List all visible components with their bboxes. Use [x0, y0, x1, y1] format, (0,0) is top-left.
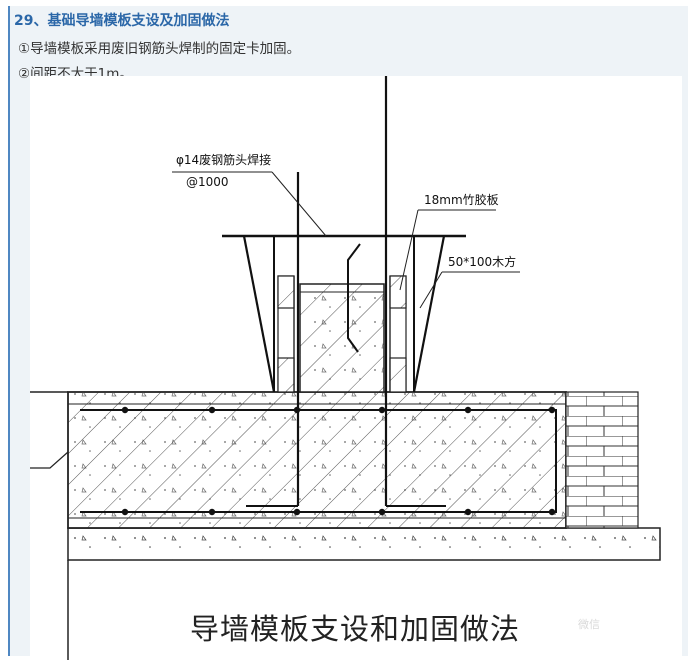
label-rebar-weld: φ14废钢筋头焊接: [176, 152, 271, 167]
watermark: 微信: [578, 618, 600, 631]
label-spacing: @1000: [186, 175, 229, 189]
rebar-dots: [121, 406, 556, 516]
timber-formwork: [277, 275, 407, 393]
note-1: ①导墙模板采用废旧钢筋头焊制的固定卡加固。: [18, 41, 301, 57]
brick-wall: [565, 391, 639, 529]
section-title: 29、基础导墙模板支设及加固做法: [14, 13, 230, 29]
formwork-diagram: φ14废钢筋头焊接 @1000 18mm竹胶板 50*100木方: [30, 76, 682, 660]
cushion-layer: [67, 527, 661, 561]
label-plywood: 18mm竹胶板: [424, 192, 499, 207]
drawing-caption: 导墙模板支设和加固做法: [190, 612, 521, 646]
label-timber: 50*100木方: [448, 254, 516, 269]
leader-lines: [172, 171, 520, 309]
